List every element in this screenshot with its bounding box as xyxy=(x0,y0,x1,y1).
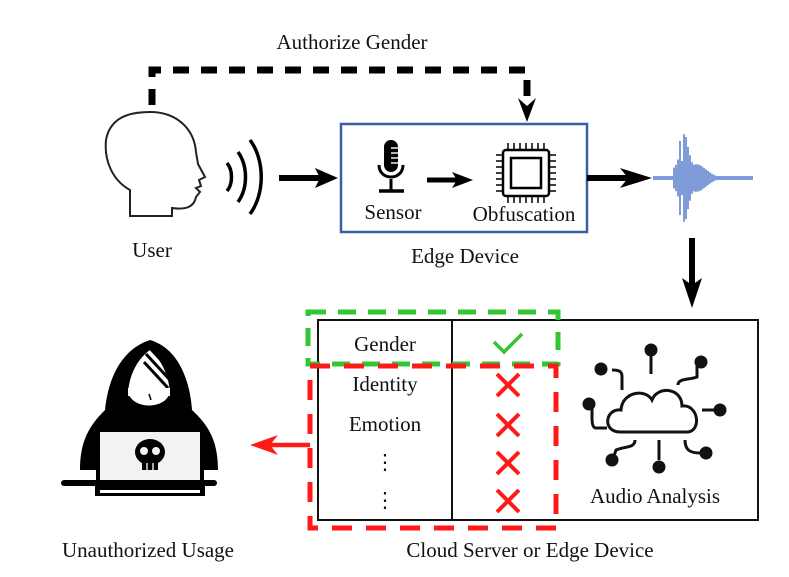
user-head-icon xyxy=(104,110,207,217)
obfuscation-label: Obfuscation xyxy=(472,202,576,226)
authorized-region xyxy=(305,309,561,367)
attribute-ellipsis: ⋮ xyxy=(374,450,396,474)
arrow-leak-to-attacker xyxy=(250,435,310,455)
chip-icon xyxy=(496,143,556,203)
microphone-icon xyxy=(377,140,405,193)
skull-icon xyxy=(135,439,165,470)
x-icon xyxy=(495,372,521,398)
arrow-waveform-to-cloud xyxy=(682,238,702,308)
waveform-icon xyxy=(653,134,753,222)
x-icon xyxy=(495,488,521,514)
arrow-user-to-edge xyxy=(279,168,338,188)
arrow-sensor-to-obfuscation xyxy=(427,172,473,188)
attacker-label: Unauthorized Usage xyxy=(61,538,235,562)
x-icon xyxy=(495,450,521,476)
cloud-server-box xyxy=(317,319,759,521)
authorize-label: Authorize Gender xyxy=(276,30,428,54)
arrow-edge-to-waveform xyxy=(587,168,652,188)
attribute-emotion: Emotion xyxy=(348,412,422,436)
cloud-title: Cloud Server or Edge Device xyxy=(406,538,654,562)
user-label: User xyxy=(132,238,172,262)
check-icon xyxy=(492,332,524,355)
x-icon xyxy=(495,412,521,438)
sensor-label: Sensor xyxy=(364,200,422,224)
authorize-dashed-arrow xyxy=(148,66,536,122)
attribute-identity: Identity xyxy=(352,372,418,396)
hacker-icon xyxy=(61,340,218,496)
attribute-ellipsis: ⋮ xyxy=(374,488,396,512)
edge-device-title: Edge Device xyxy=(411,244,519,268)
blocked-marks xyxy=(495,372,521,514)
cloud-network-icon xyxy=(582,343,727,474)
audio-analysis-label: Audio Analysis xyxy=(589,484,721,508)
sound-waves-icon xyxy=(225,138,263,216)
attribute-gender: Gender xyxy=(354,332,416,356)
